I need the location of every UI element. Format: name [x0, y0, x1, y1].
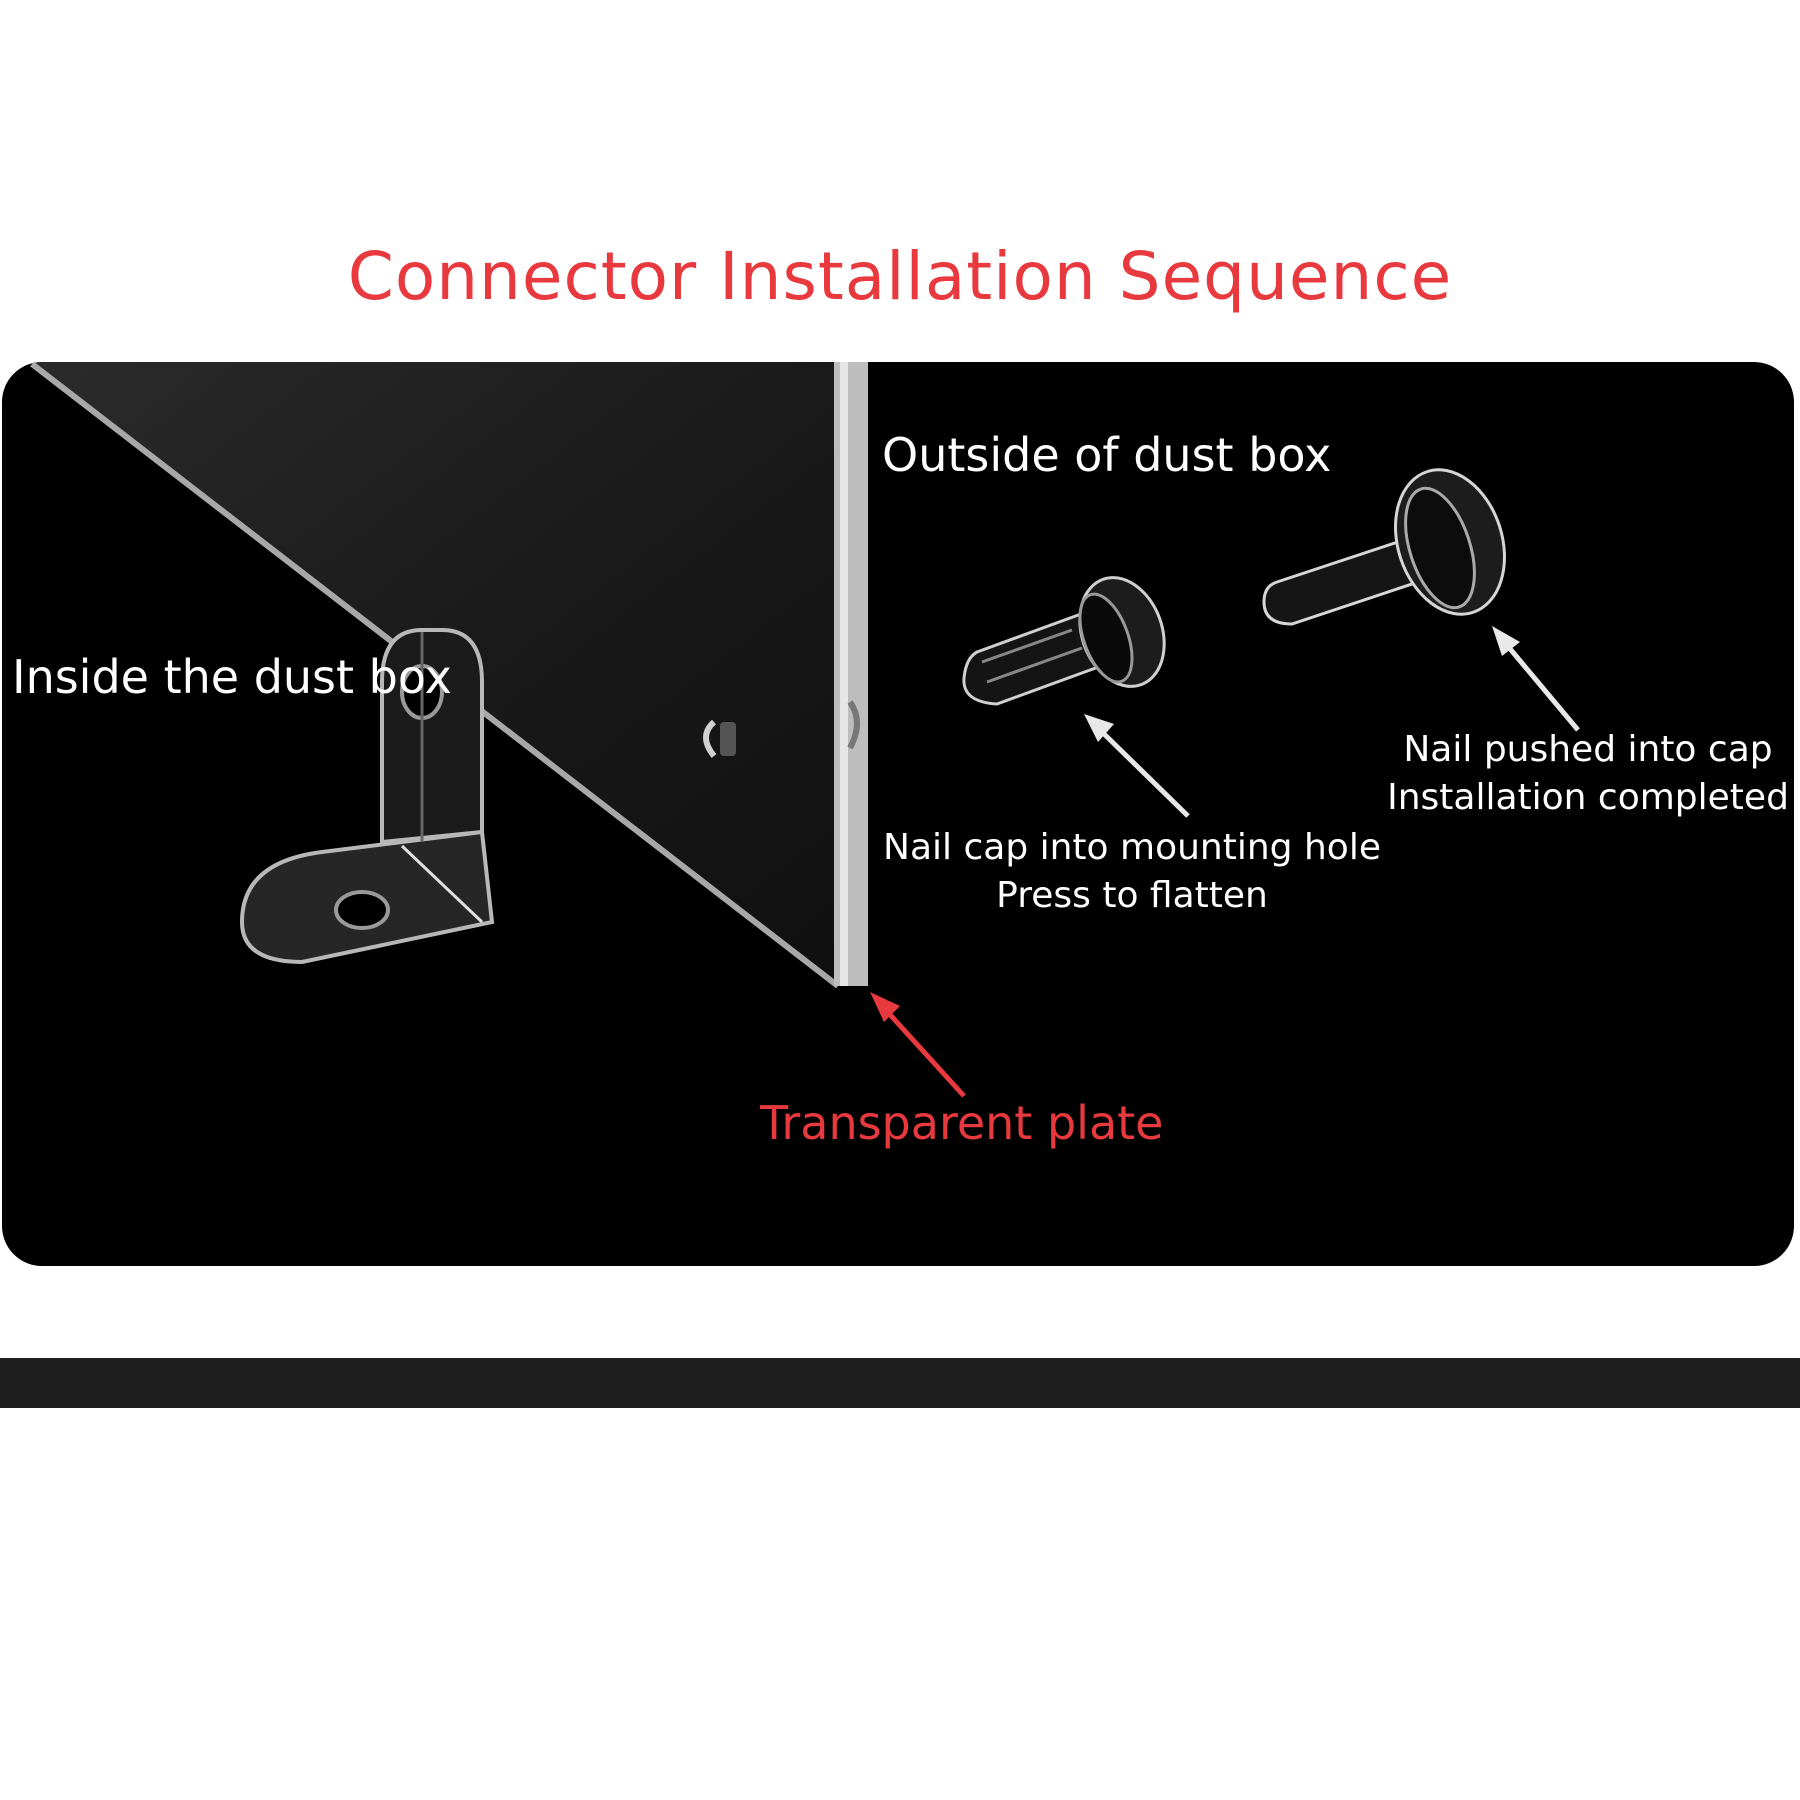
- bottom-divider-bar: [0, 1358, 1800, 1408]
- diagram-illustration: [30, 362, 1580, 1098]
- label-outside-dust-box: Outside of dust box: [882, 428, 1332, 482]
- nail-icon: [1262, 468, 1506, 626]
- arrow-icon: [870, 626, 1580, 1098]
- label-nail-pushed-line2: Installation completed: [1387, 777, 1789, 818]
- label-nail-cap-line1: Nail cap into mounting hole: [883, 827, 1381, 868]
- label-transparent-plate: Transparent plate: [760, 1096, 1164, 1150]
- label-nail-pushed: Nail pushed into cap Installation comple…: [1382, 726, 1794, 822]
- label-nail-cap-line2: Press to flatten: [996, 875, 1268, 916]
- label-inside-dust-box: Inside the dust box: [12, 650, 452, 704]
- nail-cap-icon: [962, 576, 1166, 706]
- diagram-panel: Inside the dust box Outside of dust box …: [2, 362, 1794, 1266]
- page-title: Connector Installation Sequence: [347, 238, 1453, 315]
- corner-bracket-icon: [239, 628, 495, 965]
- label-nail-cap: Nail cap into mounting hole Press to fla…: [882, 824, 1382, 920]
- label-nail-pushed-line1: Nail pushed into cap: [1403, 729, 1773, 770]
